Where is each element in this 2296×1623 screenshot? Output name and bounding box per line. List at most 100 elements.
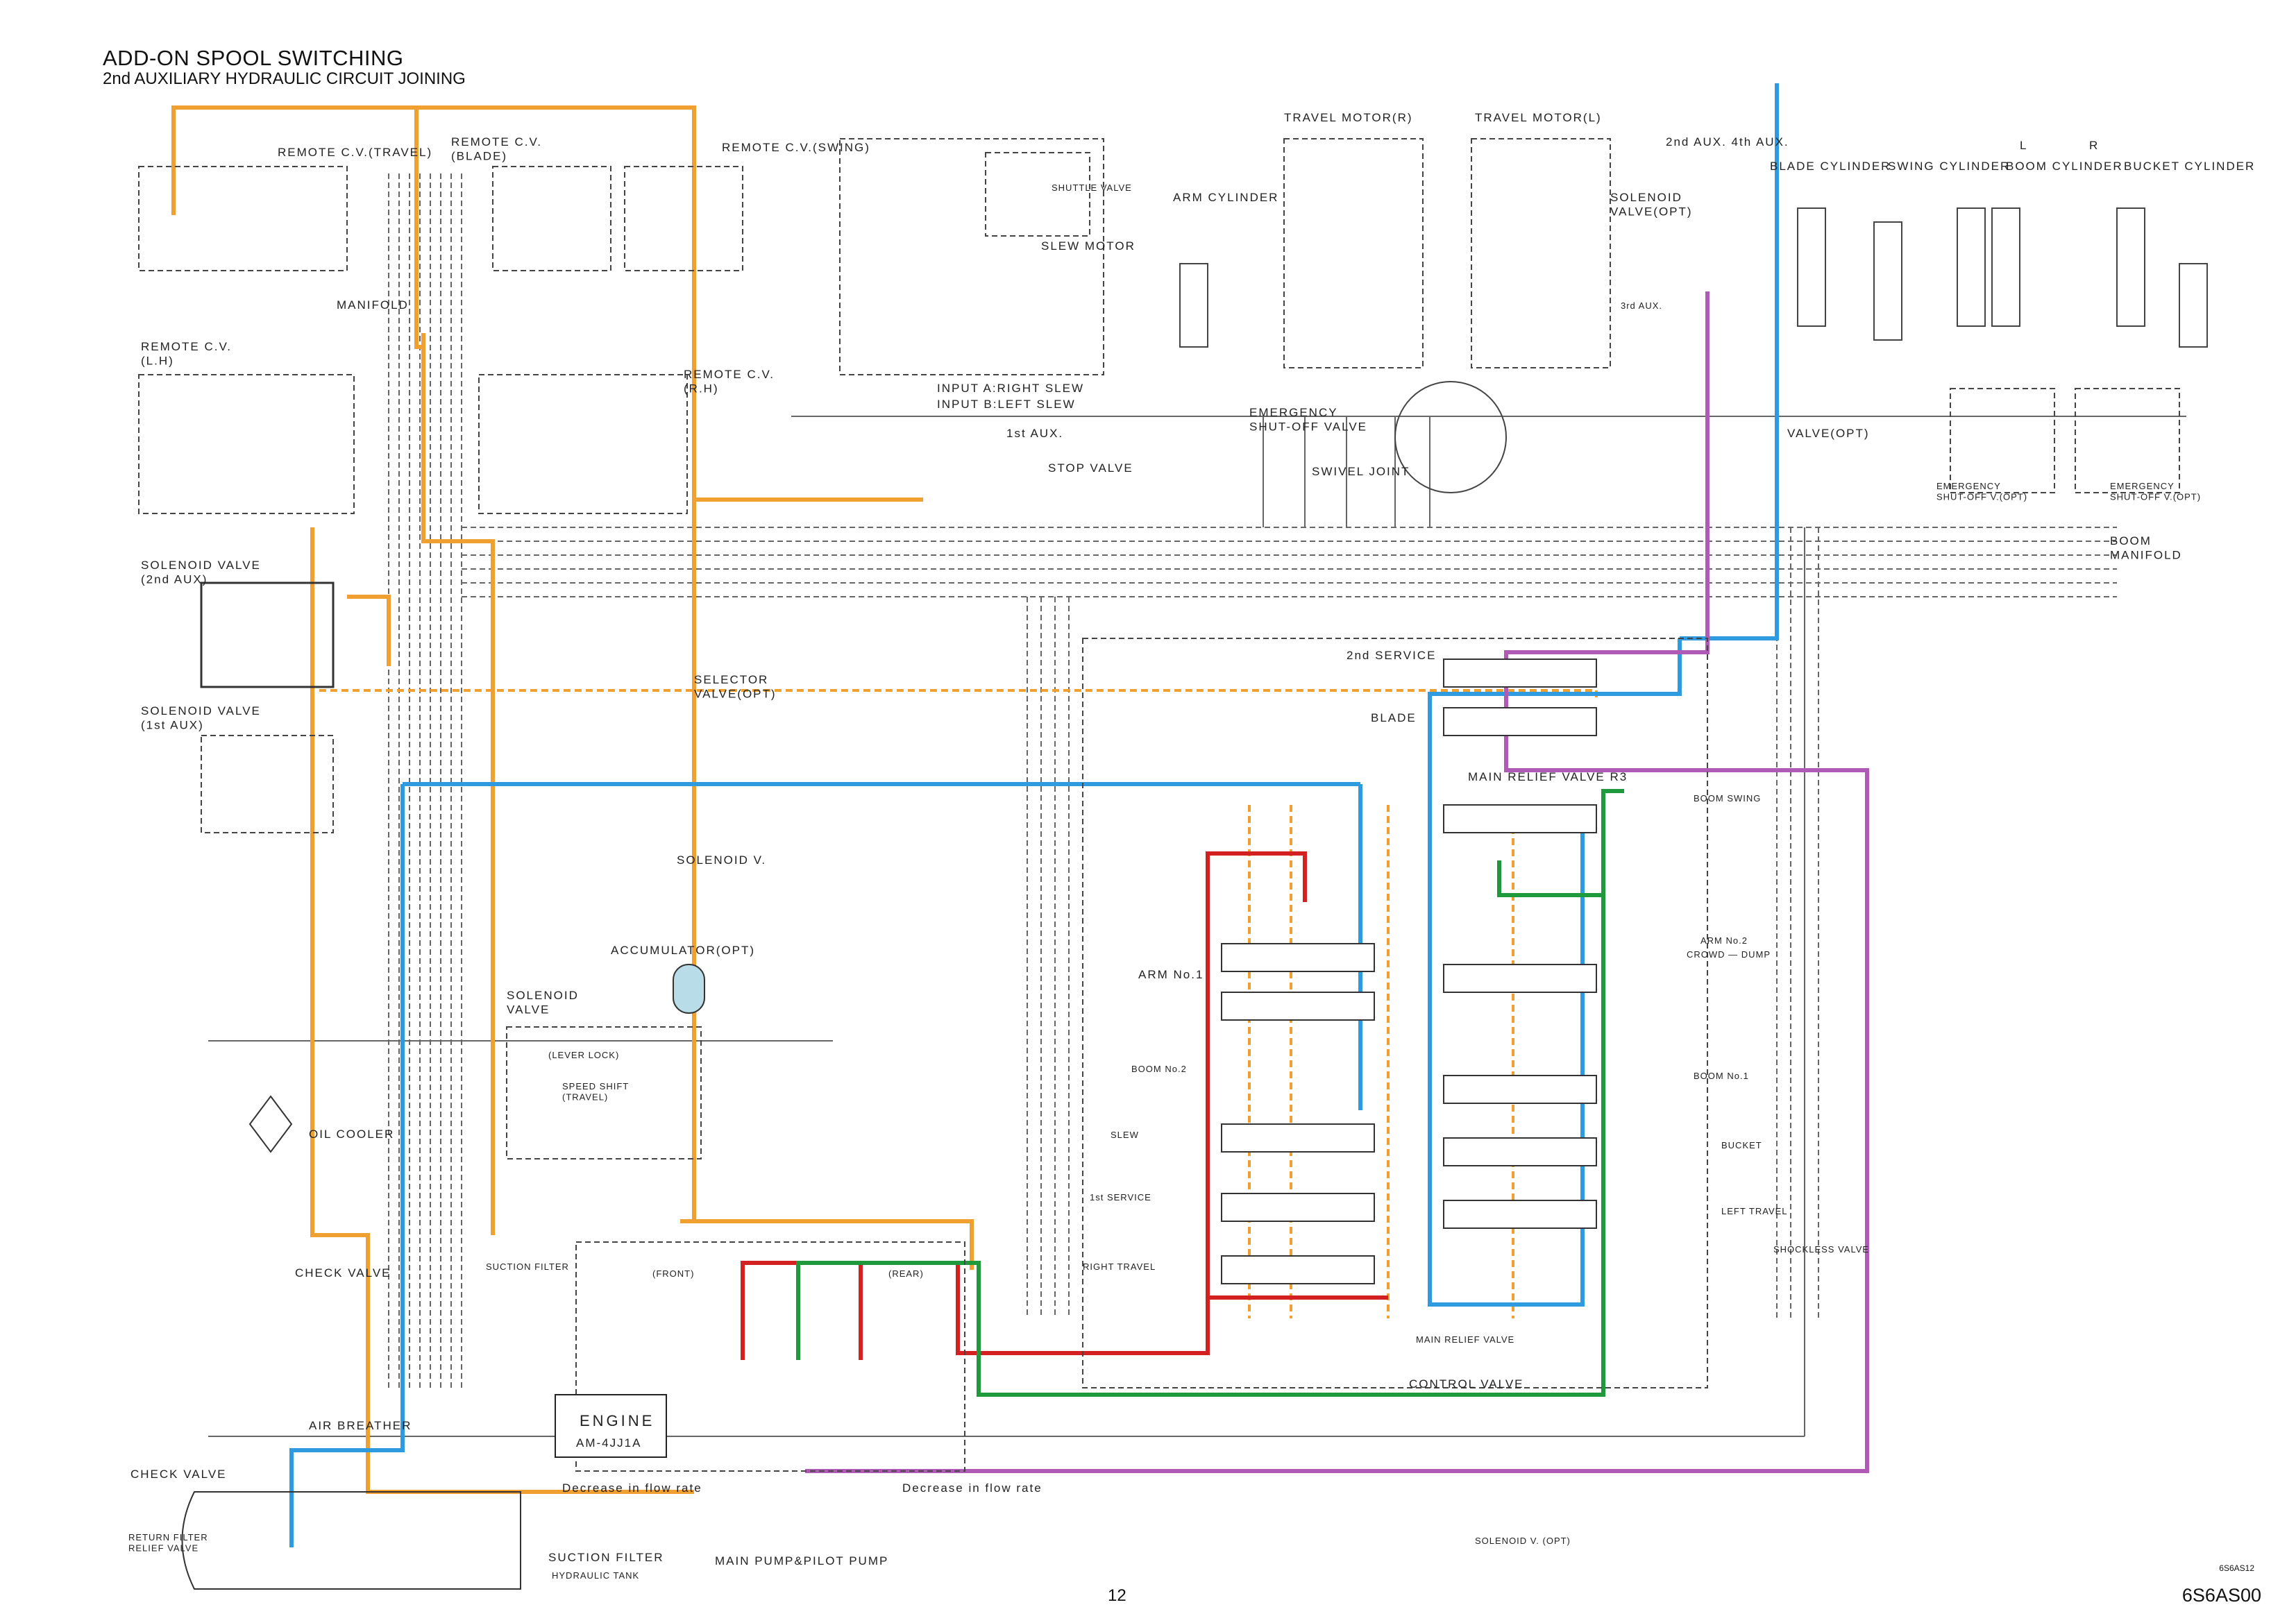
travel-motor-l-label: TRAVEL MOTOR(L) [1475, 111, 1602, 124]
arm-no1-label: ARM No.1 [1138, 968, 1204, 981]
first-aux-label: 1st AUX. [1006, 427, 1063, 440]
solenoid-1st-aux-label: SOLENOID VALVE(1st AUX) [141, 704, 261, 731]
bucket-cylinder-label: BUCKET CYLINDER [2124, 160, 2255, 173]
decrease-flow-label-1: Decrease in flow rate [562, 1481, 702, 1495]
blade-label: BLADE [1371, 711, 1417, 724]
engine-label: ENGINE [580, 1412, 655, 1429]
blade-cylinder-label: BLADE CYLINDER [1770, 160, 1891, 173]
remote-cv-lh-box [138, 374, 355, 514]
boom-no1-label: BOOM No.1 [1694, 1071, 1749, 1081]
boom-l-label: L [2020, 139, 2027, 152]
slew-label: SLEW [1111, 1130, 1139, 1140]
solenoid-lever-lock-box [506, 1026, 702, 1159]
rear-label: (REAR) [888, 1268, 924, 1279]
solenoid-1st-aux-box [201, 735, 334, 833]
solenoid-2nd-aux-label: SOLENOID VALVE(2nd AUX) [141, 559, 261, 586]
slew-motor-label: SLEW MOTOR [1041, 239, 1136, 253]
slew-motor-box [839, 138, 1104, 375]
page-number: 12 [1108, 1586, 1126, 1605]
speed-shift-label: SPEED SHIFT(TRAVEL) [562, 1081, 629, 1103]
oil-cooler-label: OIL COOLER [309, 1128, 394, 1141]
remote-cv-travel-box [138, 166, 348, 271]
pilot-line-bundle [388, 173, 2117, 1388]
pump-line-green [796, 789, 1624, 1397]
remote-cv-blade-box [492, 166, 611, 271]
remote-cv-blade-label: REMOTE C.V.(BLADE) [451, 135, 542, 162]
aux-lines-purple [805, 291, 1869, 1473]
input-a-label: INPUT A:RIGHT SLEW [937, 382, 1084, 395]
crowd-dump-label: CROWD — DUMP [1687, 949, 1771, 960]
second-service-label: 2nd SERVICE [1347, 649, 1436, 662]
decrease-flow-label-2: Decrease in flow rate [902, 1481, 1043, 1495]
remote-cv-travel-label: REMOTE C.V.(TRAVEL) [278, 146, 432, 159]
left-travel-label: LEFT TRAVEL [1721, 1206, 1788, 1216]
swivel-joint-label: SWIVEL JOINT [1312, 465, 1410, 478]
shuttle-valve-label: SHUTTLE VALVE [1052, 182, 1132, 193]
boom-cylinder-label: BOOM CYLINDER [2006, 160, 2123, 173]
control-valve-box [1082, 638, 1708, 1388]
solenoid-2nd-aux-box [200, 581, 335, 688]
swing-cylinder-label: SWING CYLINDER [1888, 160, 2010, 173]
cylinders [1179, 207, 2208, 348]
remote-cv-swing-label: REMOTE C.V.(SWING) [722, 141, 870, 154]
engine-model-label: AM-4JJ1A [576, 1436, 641, 1450]
accumulator-label: ACCUMULATOR(OPT) [611, 944, 755, 957]
suction-filter-top-label: SUCTION FILTER [486, 1261, 569, 1272]
air-breather-label: AIR BREATHER [309, 1419, 412, 1432]
swivel-joint-symbol [1394, 381, 1507, 493]
labels: REMOTE C.V.(TRAVEL) REMOTE C.V.(BLADE) R… [128, 111, 2255, 1581]
third-aux-label: 3rd AUX. [1621, 300, 1662, 311]
arm-no2-label: ARM No.2 [1700, 935, 1748, 946]
figure-code: 6S6AS12 [2219, 1563, 2254, 1573]
solenoid-v-opt-label: SOLENOID V. (OPT) [1475, 1536, 1571, 1546]
main-pump-label: MAIN PUMP&PILOT PUMP [715, 1554, 888, 1567]
control-valve-label: CONTROL VALVE [1409, 1377, 1524, 1391]
accumulator-symbol [673, 964, 705, 1014]
pilot-lines-orange [171, 105, 974, 1494]
check-valve-label: CHECK VALVE [295, 1266, 391, 1280]
travel-motor-r-label: TRAVEL MOTOR(R) [1284, 111, 1413, 124]
pump-box [575, 1241, 965, 1472]
right-travel-label: RIGHT TRAVEL [1083, 1261, 1156, 1272]
check-valve-2-label: CHECK VALVE [130, 1468, 227, 1481]
input-b-label: INPUT B:LEFT SLEW [937, 398, 1076, 411]
page-title: ADD-ON SPOOL SWITCHING [103, 46, 404, 70]
shockless-valve-label: SHOCKLESS VALVE [1773, 1244, 1869, 1255]
main-relief-r3-label: MAIN RELIEF VALVE R3 [1468, 770, 1628, 783]
manifold-label: MANIFOLD [337, 298, 409, 312]
document-id: 6S6AS00 [2181, 1585, 2261, 1606]
remote-cv-rh-label: REMOTE C.V.(R.H) [684, 368, 775, 395]
boom-no2-label: BOOM No.2 [1131, 1064, 1187, 1074]
valve-opt-label: VALVE(OPT) [1787, 427, 1870, 440]
travel-motor-boxes [1283, 138, 1611, 368]
return-lines-blue [289, 83, 1779, 1547]
page-subtitle: 2nd AUXILIARY HYDRAULIC CIRCUIT JOINING [103, 69, 466, 88]
stop-valve-label: STOP VALVE [1048, 461, 1133, 475]
bucket-label: BUCKET [1721, 1140, 1762, 1150]
boom-swing-label: BOOM SWING [1694, 793, 1761, 804]
front-label: (FRONT) [652, 1268, 694, 1279]
lever-lock-label: (LEVER LOCK) [548, 1050, 619, 1060]
boom-emergency-boxes [1950, 388, 2180, 493]
main-relief-label: MAIN RELIEF VALVE [1416, 1334, 1514, 1345]
aux-2nd-4th-label: 2nd AUX. 4th AUX. [1666, 135, 1789, 148]
hydraulic-tank-label: HYDRAULIC TANK [552, 1570, 639, 1581]
pilot-lines-orange-dashed [319, 689, 1598, 1318]
engine-box [555, 1394, 667, 1458]
suction-filter-label: SUCTION FILTER [548, 1551, 664, 1564]
remote-cv-lh-label: REMOTE C.V.(L.H) [141, 340, 232, 367]
arm-cylinder-label: ARM CYLINDER [1173, 191, 1278, 204]
hydraulic-tank-symbol [181, 1491, 521, 1590]
first-service-label: 1st SERVICE [1090, 1192, 1151, 1203]
oil-cooler-symbol [248, 1095, 293, 1153]
control-valve-spools [1221, 658, 1597, 1284]
